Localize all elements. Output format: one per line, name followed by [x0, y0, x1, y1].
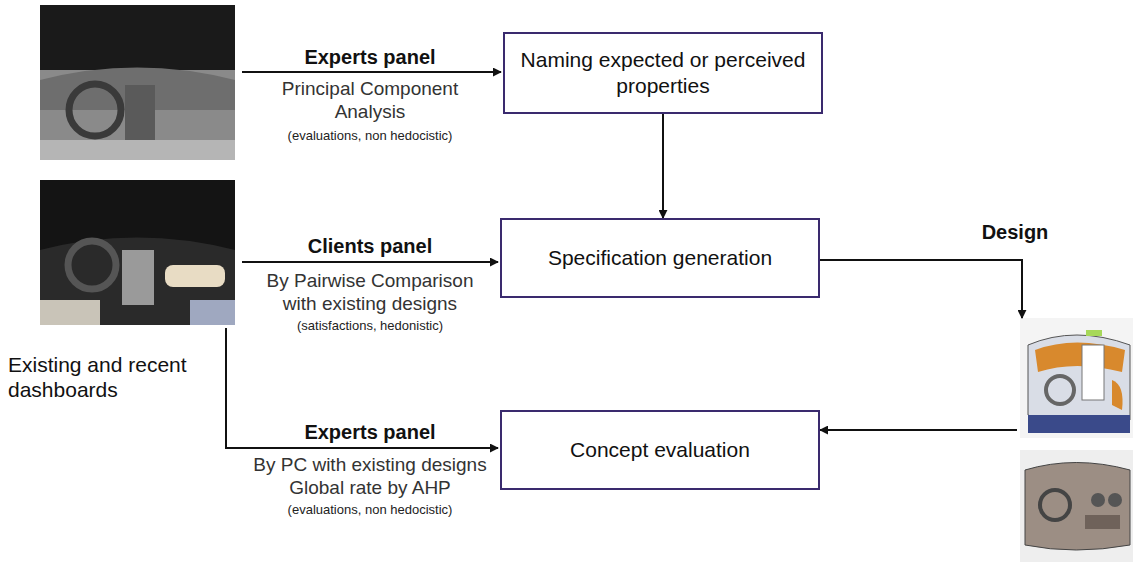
process-box: Specification generation: [500, 218, 820, 298]
method-label: Principal Component Analysis: [265, 78, 475, 124]
dashboard-photo: [40, 180, 235, 325]
method-label: By Pairwise Comparison with existing des…: [250, 270, 490, 316]
box-label: Concept evaluation: [570, 437, 750, 463]
dashboard-photo: [40, 5, 235, 160]
concept-sketch: [1020, 450, 1133, 562]
box-label: Specification generation: [548, 245, 772, 271]
method-label: Global rate by AHP: [235, 477, 505, 500]
note: (evaluations, non hedocistic): [250, 502, 490, 518]
step-label: Design: [970, 220, 1060, 244]
flow-arrow: [662, 114, 664, 218]
source-label: Existing and recent dashboards: [8, 352, 208, 402]
process-box: Concept evaluation: [500, 410, 820, 490]
method-label: By PC with existing designs: [235, 454, 505, 477]
panel-title: Clients panel: [270, 234, 470, 258]
box-label: Naming expected or perceived properties: [517, 47, 809, 100]
note: (evaluations, non hedocistic): [250, 128, 490, 144]
concept-sketch: [1020, 318, 1133, 438]
panel-title: Experts panel: [270, 45, 470, 69]
flow-line: [226, 72, 1022, 448]
panel-title: Experts panel: [270, 420, 470, 444]
note: (satisfactions, hedonistic): [250, 318, 490, 334]
process-box: Naming expected or perceived properties: [503, 32, 823, 114]
